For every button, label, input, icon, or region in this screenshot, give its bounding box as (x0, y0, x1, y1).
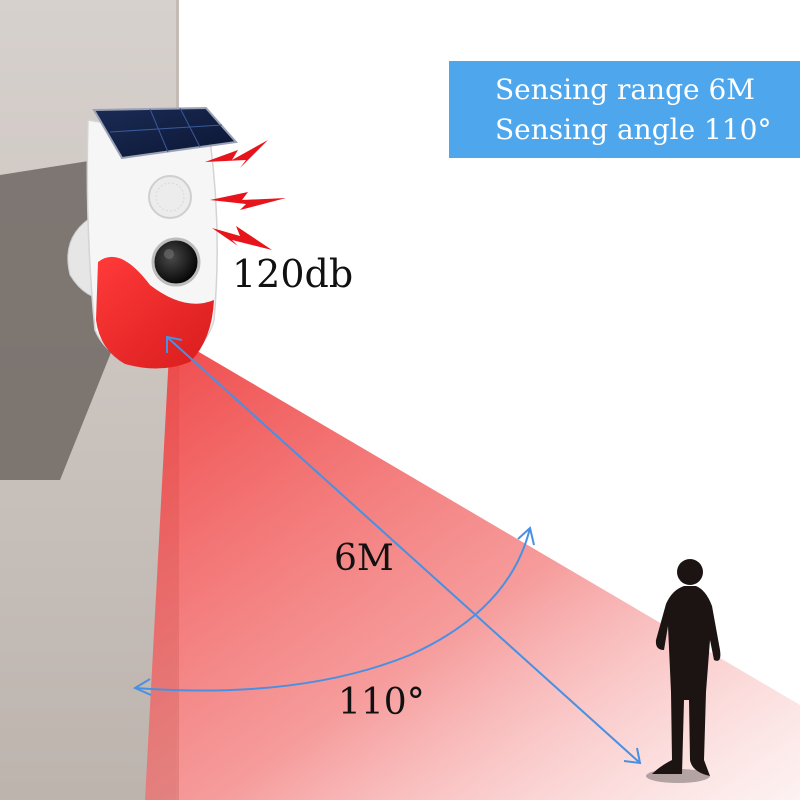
detection-beam (145, 335, 800, 800)
sensing-angle-text: Sensing angle 110° (495, 113, 772, 146)
volume-label: 120db (232, 252, 354, 296)
angle-label: 110° (338, 682, 425, 723)
motion-sensor-lens (151, 237, 201, 287)
sensing-range-text: Sensing range 6M (495, 73, 755, 106)
range-arrow (166, 335, 642, 765)
person-silhouette (646, 559, 721, 783)
range-label: 6M (334, 538, 394, 579)
angle-arc (132, 526, 535, 696)
siren-cover (96, 256, 214, 369)
speaker-grille (148, 175, 192, 219)
solar-panel (92, 106, 238, 160)
sound-bolt-icon (205, 140, 286, 250)
spec-info-box: Sensing range 6M Sensing angle 110° (449, 61, 800, 158)
